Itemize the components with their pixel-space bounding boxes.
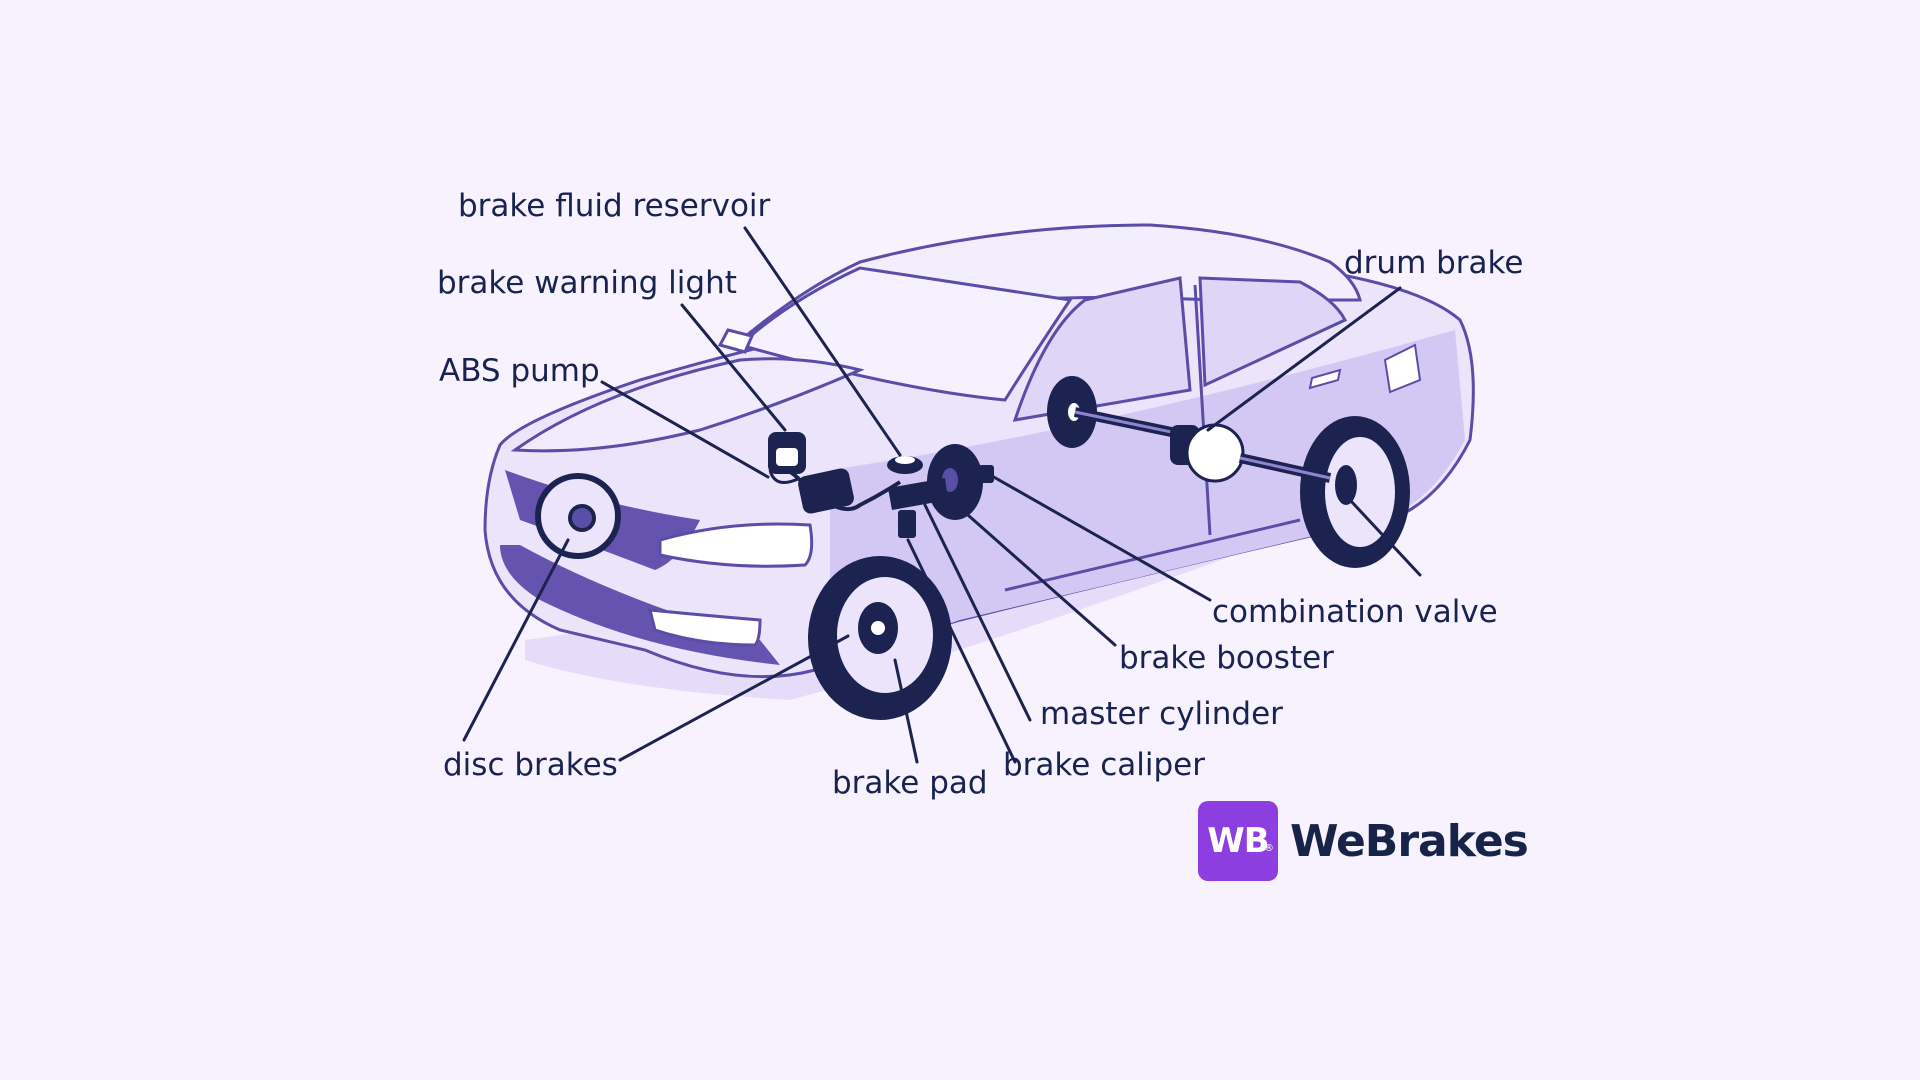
leader-brake-booster (958, 506, 1117, 647)
leader-front-disc (618, 634, 850, 762)
car-hood (510, 357, 865, 453)
label-brake-pad: brake pad (832, 765, 988, 801)
leader-brake-warning-light (680, 303, 787, 432)
leader-master-cylinder (923, 503, 1032, 722)
front-left-disc-hub (568, 504, 596, 532)
label-master-cylinder: master cylinder (1040, 696, 1283, 732)
headlight (658, 522, 814, 568)
label-drum-brake: drum brake (1344, 245, 1524, 281)
label-abs-pump: ABS pump (439, 353, 600, 389)
logo-registered-mark: ® (1264, 843, 1274, 854)
label-brake-caliper: brake caliper (1003, 747, 1205, 783)
car-side-shading (830, 330, 1465, 665)
logo-brand-name: WeBrakes (1290, 815, 1529, 867)
label-disc-brakes: disc brakes (443, 747, 618, 783)
drum-brake-housing (1185, 423, 1245, 483)
leader-rear-wheel (1348, 498, 1422, 577)
rear-axle-right-highlight (1239, 456, 1331, 480)
door-seam (1193, 284, 1212, 536)
leader-disc-brakes (462, 538, 570, 742)
label-brake-fluid-reservoir: brake fluid reservoir (458, 188, 771, 224)
brake-caliper-mount (898, 510, 916, 538)
leader-brake-fluid-reservoir (743, 226, 902, 457)
rear-right-rim (1325, 437, 1395, 547)
rear-light (1383, 343, 1422, 394)
logo-badge-text: WB (1207, 821, 1269, 861)
label-combination-valve: combination valve (1212, 594, 1498, 630)
label-brake-booster: brake booster (1119, 640, 1334, 676)
abs-pump-body (798, 468, 854, 514)
leader-combination-valve (990, 474, 1212, 602)
master-cylinder-body (888, 478, 948, 510)
label-brake-warning-light: brake warning light (437, 265, 737, 301)
brake-fluid-reservoir-top (895, 456, 915, 464)
webrakes-logo: WB ® WeBrakes (1198, 801, 1529, 881)
leader-brake-pad (893, 658, 919, 764)
side-mirror (717, 328, 755, 354)
front-right-hub-center (871, 621, 885, 635)
combination-valve-body (978, 465, 994, 483)
car-rear-window (1198, 276, 1348, 388)
leader-abs-pump (600, 380, 770, 479)
abs-pump-lead (768, 469, 801, 484)
door-handle (1308, 368, 1342, 390)
leader-drum-brake (1206, 286, 1402, 432)
car-windshield (736, 266, 1073, 402)
logo-badge: WB ® (1198, 801, 1278, 881)
door-bottom-line (1004, 518, 1301, 592)
leader-brake-caliper (906, 538, 1017, 764)
brake-warning-light-lens (776, 448, 798, 466)
fog-light (648, 608, 762, 647)
rear-right-hub (1335, 465, 1357, 505)
